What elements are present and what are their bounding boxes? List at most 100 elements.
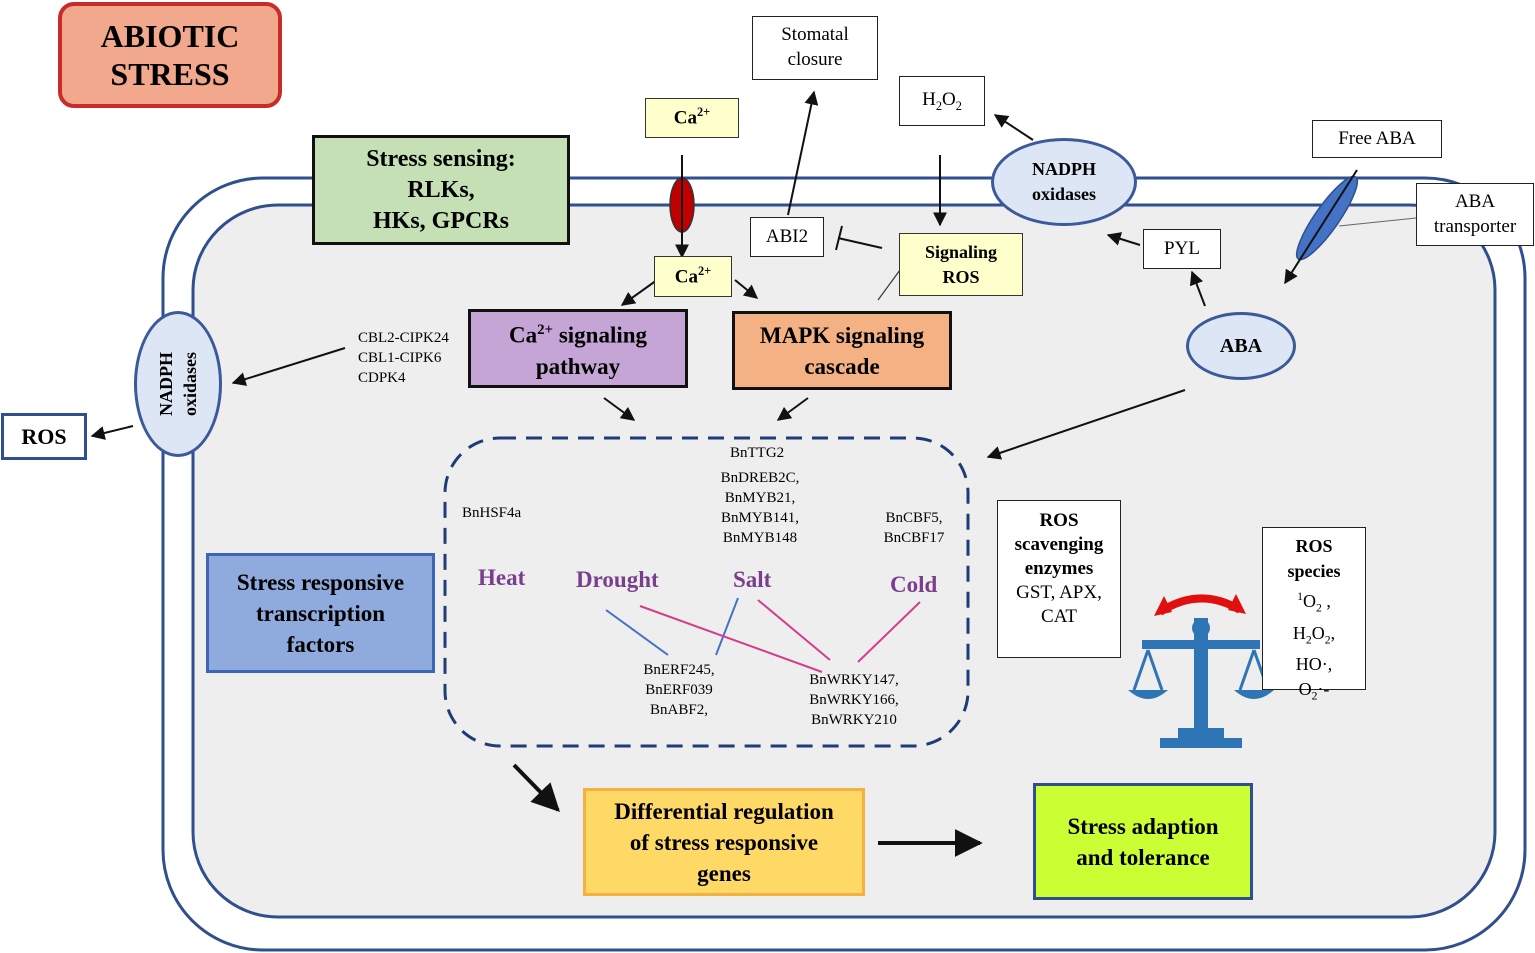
link-salt-wrky [757,599,831,661]
signaling-ros-line2: ROS [942,266,980,287]
abi2-label: ABI2 [765,225,809,247]
s1-tail: , [1321,591,1331,611]
scav-line1: ROS [1039,510,1079,531]
arrow-aba-import [1284,169,1358,285]
h2o2-box: H2O2 [899,76,985,126]
mapk-line2: cascade [804,353,880,379]
stress-adaption-box: Stress adaption and tolerance [1033,783,1253,900]
s1-sup: 1 [1297,590,1303,603]
ros-scavenging-box: ROS scavenging enzymes GST, APX, CAT [997,500,1121,658]
gene-item: BnCBF5, [885,510,943,526]
nadph-top-line2: oxidases [1031,184,1096,204]
cbl-item: CBL1-CIPK6 [358,350,442,366]
ca-inner-base: Ca [674,266,698,288]
arrow-mapk-to-tf [776,397,809,421]
gene-item: BnDREB2C, [720,470,800,486]
stomatal-line1: Stomatal [781,24,849,46]
h2o2-o: O [942,89,956,111]
ros-species-box: ROS species 1O2 , H2O2, HO·, O2·- [1262,527,1366,703]
ca-outer-base: Ca [673,107,697,129]
gene-cbf-list: BnCBF5, BnCBF17 [878,508,950,548]
scav-line2: scavenging [1014,534,1104,555]
signaling-ros-box: Signaling ROS [899,233,1023,296]
diff-line2: of stress responsive [629,829,819,855]
link-cold-wrky [857,601,921,663]
cbl-item: CDPK4 [358,370,406,386]
s2-a: H [1292,622,1306,643]
signaling-ros-line1: Signaling [924,241,998,262]
nadph-top-line1: NADPH [1032,159,1096,179]
abi2-box: ABI2 [750,217,824,257]
cbl-item: CBL2-CIPK24 [358,330,449,346]
s2-sub1: 2 [1305,633,1312,647]
s4-a: O [1298,679,1312,700]
connector-ros-to-mapk [877,269,901,301]
arrow-pyl-to-nadph [1106,232,1141,246]
gene-item: BnWRKY147, [809,672,899,688]
nadph-left-label: NADPH oxidases [156,352,200,417]
ca-pathway-base: Ca [508,322,538,348]
aba-ellipse: ABA [1186,312,1296,380]
s2-b: O [1311,622,1325,643]
h2o2-sub2: 2 [955,98,962,113]
s1-sub: 2 [1316,601,1322,615]
stress-heat: Heat [478,565,526,590]
pyl-box: PYL [1143,229,1221,269]
gene-hsf4a: BnHSF4a [462,505,522,521]
s1-base: O [1303,591,1316,611]
gene-item: BnABF2, [650,702,708,718]
mapk-cascade-box: MAPK signaling cascade [732,311,952,390]
ca-outer-sup: 2+ [697,105,711,120]
connector-transporter-label [1338,217,1417,227]
species-title2: species [1287,561,1341,581]
arrow-nadph-to-h2o2 [993,114,1034,141]
link-drought-erf [605,609,669,656]
arrow-abi2-to-stomata [787,90,819,216]
stress-salt: Salt [733,567,772,592]
adapt-line1: Stress adaption [1067,813,1219,839]
gene-erf-list: BnERF245, BnERF039 BnABF2, [634,660,724,720]
abiotic-stress-title: ABIOTIC STRESS [58,2,282,108]
transcription-factors-box: Stress responsive transcription factors [206,553,435,673]
title-text: ABIOTIC STRESS [100,17,240,92]
calcium-signaling-pathway-box: Ca2+ signaling pathway [468,309,688,388]
ca-pathway-sup: 2+ [537,322,554,339]
arrow-ca-to-pathway [620,279,658,306]
inhibition-ros-abi2 [835,225,883,251]
mapk-line1: MAPK signaling [759,322,925,348]
gene-ttg2: BnTTG2 [730,445,785,461]
species-hydroxyl: HO·, [1295,654,1333,675]
gene-item: BnMYB141, [721,510,799,526]
species-singlet-oxygen: 1O2 , [1297,584,1331,621]
gene-item: BnWRKY166, [809,692,899,708]
scav-line4: GST, APX, [1016,582,1102,603]
nadph-oxidases-left: NADPH oxidases [134,311,222,457]
diff-line1: Differential regulation [614,798,834,824]
arrow-capathway-to-tf [603,397,636,421]
gene-item: BnERF039 [645,682,713,698]
adapt-line2: and tolerance [1076,844,1210,870]
tf-line2: transcription [255,600,386,626]
aba-transporter-line1: ABA [1454,190,1496,212]
sensing-line2: RLKs, [407,176,475,203]
stress-cold: Cold [890,572,938,597]
pyl-label: PYL [1164,237,1200,259]
species-superoxide: O2·- [1299,677,1330,709]
arrow-ca-to-mapk [734,279,759,299]
stress-sensing-box: Stress sensing: RLKs, HKs, GPCRs [312,135,570,245]
arrow-tf-to-differential [512,763,560,813]
s4-sub: 2 [1311,689,1318,703]
gene-item: BnMYB148 [722,530,798,546]
aba-transporter-label-box: ABA transporter [1416,183,1534,246]
tf-line3: factors [286,631,355,657]
transcription-factor-region [443,436,970,748]
nadph-oxidases-top: NADPH oxidases [991,138,1137,226]
arrow-cbl-to-nadph [231,347,346,386]
free-aba-box: Free ABA [1312,120,1442,158]
ca-pathway-line2: pathway [535,353,621,379]
cbl-cipk-list: CBL2-CIPK24 CBL1-CIPK6 CDPK4 [358,328,449,388]
sensing-line1: Stress sensing: [366,145,516,172]
species-h2o2: H2O2, [1293,621,1335,653]
gene-wrky-list: BnWRKY147, BnWRKY166, BnWRKY210 [800,670,908,730]
